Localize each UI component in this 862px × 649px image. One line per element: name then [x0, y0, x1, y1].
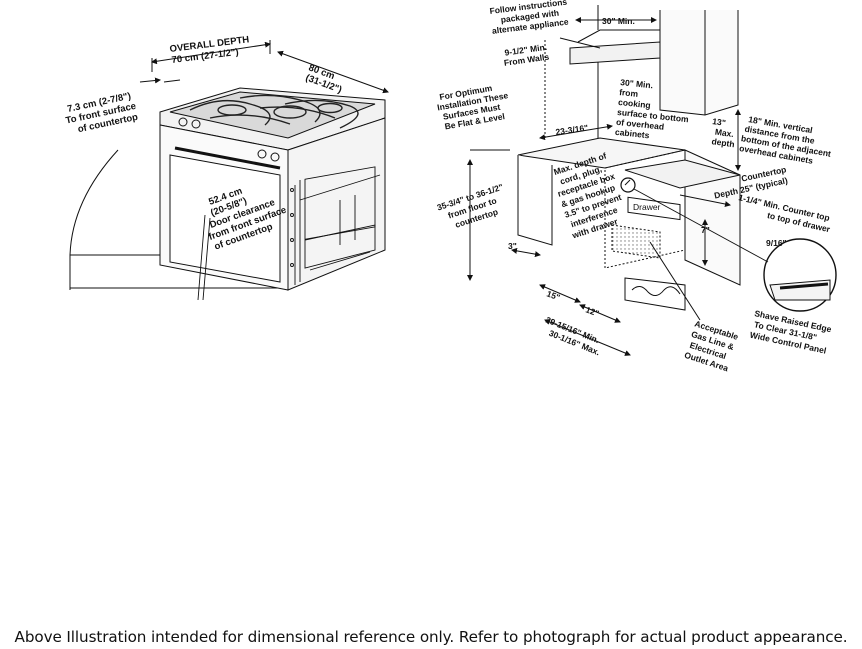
- dim-12-label: 12": [584, 304, 600, 318]
- width-2316-label: 23-3/16": [555, 123, 589, 137]
- dim-3-label: 3": [508, 241, 517, 251]
- cooking-line-1: 30" Min.: [620, 77, 654, 90]
- dim-916-label: 9/16": [766, 238, 787, 248]
- control-knobs: [178, 117, 280, 162]
- cooking-line-2: from: [619, 87, 639, 99]
- cooking-line-3: cooking: [618, 97, 651, 110]
- drawer-label: Drawer: [633, 202, 661, 212]
- drawer: [627, 196, 681, 221]
- max-depth-line-2: Max.: [714, 127, 734, 140]
- dim-7-label: 7": [701, 225, 710, 235]
- gas-line-area: [611, 224, 661, 259]
- side-framework: [290, 166, 381, 285]
- overhead-cabinet-right: [659, 10, 739, 116]
- installation-illustration: [467, 5, 837, 356]
- range-hood: [569, 41, 661, 65]
- burner-grates: [189, 94, 359, 129]
- right-labels: Follow instructions packaged with altern…: [436, 0, 833, 373]
- max-depth-line-3: depth: [711, 136, 735, 149]
- thirty-min-label: 30" Min.: [602, 16, 635, 26]
- cooking-line-6: cabinets: [615, 127, 651, 141]
- range-illustration: [69, 40, 389, 301]
- max-depth-line-1: 13": [712, 116, 727, 128]
- dim-15-label: 15": [545, 288, 561, 302]
- range-side: [287, 117, 386, 291]
- oven-door: [169, 154, 281, 283]
- installation-diagram: OVERALL DEPTH 70 cm (27-1/2") 80 cm (31-…: [65, 0, 837, 373]
- disclaimer-caption: Above Illustration intended for dimensio…: [14, 628, 848, 646]
